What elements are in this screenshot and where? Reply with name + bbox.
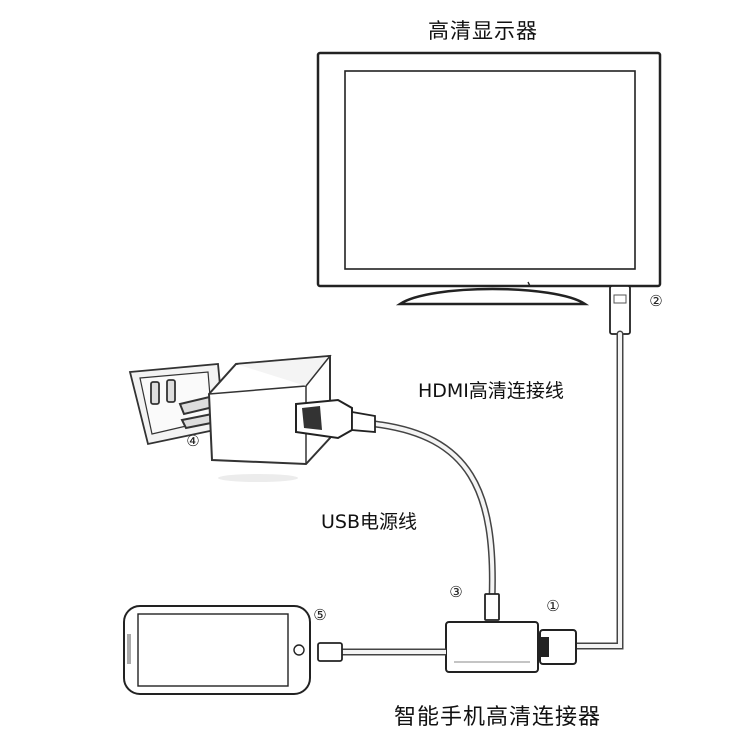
phone-speaker — [127, 634, 131, 664]
monitor-stand — [395, 287, 590, 306]
hdmi-cord-inner — [574, 332, 622, 648]
usb-strain-relief — [351, 410, 376, 433]
monitor — [316, 51, 662, 306]
marker-2: ② — [649, 292, 663, 310]
marker-5: ⑤ — [313, 606, 327, 624]
monitor-label: 高清显示器 — [428, 19, 538, 43]
smartphone — [123, 605, 311, 695]
socket-slot-right — [166, 379, 176, 403]
lightning-plug — [317, 642, 343, 662]
hd-adapter — [445, 621, 539, 673]
adapter-box — [445, 621, 539, 673]
adapter-top-face — [235, 355, 332, 387]
hdmi-plug-top — [609, 285, 631, 335]
usb-cord-inner — [373, 422, 495, 602]
hdmi-cable-label: HDMI高清连接线 — [418, 380, 564, 402]
marker-3: ③ — [449, 583, 463, 601]
phone-home-button — [293, 644, 305, 656]
usb-plug-metal — [302, 406, 322, 430]
hdmi-plug-detail — [613, 294, 627, 304]
monitor-screen — [344, 70, 636, 270]
socket-slot-left — [150, 381, 160, 405]
hdmi-cable — [539, 285, 631, 665]
adapter-label: 智能手机高清连接器 — [394, 705, 602, 730]
marker-1: ① — [546, 597, 560, 615]
lightning-cable — [317, 642, 446, 662]
power-adapter — [178, 354, 332, 482]
hdmi-plug-tip — [541, 637, 549, 657]
hdmi-cord — [572, 330, 624, 650]
monitor-neck — [452, 281, 532, 287]
marker-4: ④ — [186, 432, 200, 450]
usb-cable — [295, 398, 500, 621]
usb-cable-label: USB电源线 — [321, 511, 418, 533]
phone-screen — [137, 613, 289, 687]
micro-usb-plug — [484, 593, 500, 621]
adapter-shadow — [218, 474, 298, 482]
